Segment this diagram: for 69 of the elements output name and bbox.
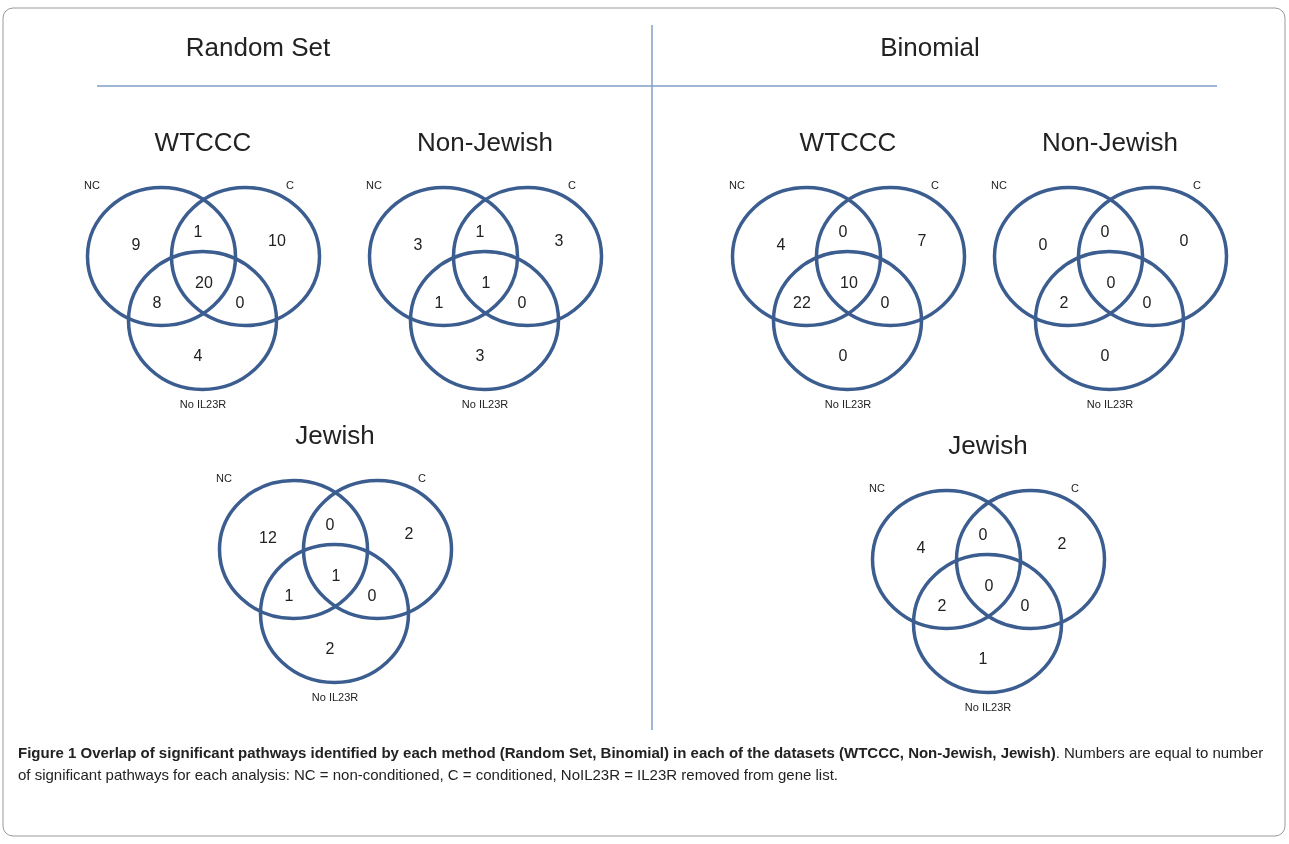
count-label: 0 — [984, 577, 994, 595]
count-label: 0 — [1038, 236, 1048, 254]
set-label: NC — [869, 482, 885, 494]
count-label: 4 — [776, 236, 786, 254]
count-label: 12 — [259, 529, 277, 547]
set-label: NC — [366, 179, 382, 191]
count-label: 8 — [152, 294, 162, 312]
count-label: 0 — [325, 516, 335, 534]
count-label: 1 — [193, 223, 203, 241]
count-label: 0 — [1106, 274, 1116, 292]
set-label: C — [286, 179, 294, 191]
set-label: No IL23R — [964, 701, 1012, 713]
count-label: 0 — [838, 347, 848, 365]
set-label: NC — [216, 472, 232, 484]
count-label: 0 — [1142, 294, 1152, 312]
set-label: C — [1071, 482, 1079, 494]
count-label: 1 — [481, 274, 491, 292]
count-label: 2 — [404, 525, 414, 543]
venn-title: WTCCC — [799, 126, 897, 158]
count-label: 0 — [367, 587, 377, 605]
count-label: 1 — [434, 294, 444, 312]
count-label: 1 — [331, 567, 341, 585]
count-label: 1 — [284, 587, 294, 605]
count-label: 4 — [193, 347, 203, 365]
count-label: 0 — [235, 294, 245, 312]
set-label: C — [568, 179, 576, 191]
venn-title: Jewish — [948, 429, 1028, 461]
set-label: NC — [729, 179, 745, 191]
count-label: 1 — [475, 223, 485, 241]
count-label: 2 — [1057, 535, 1067, 553]
panel-heading: Binomial — [880, 31, 980, 63]
set-label: C — [418, 472, 426, 484]
count-label: 2 — [937, 597, 947, 615]
count-label: 9 — [131, 236, 141, 254]
panel-heading: Random Set — [185, 31, 331, 63]
count-label: 4 — [916, 539, 926, 557]
set-label: No IL23R — [824, 398, 872, 410]
venn-title: Non-Jewish — [417, 126, 553, 158]
count-label: 22 — [793, 294, 811, 312]
count-label: 3 — [554, 232, 564, 250]
set-label: NC — [991, 179, 1007, 191]
venn-title: Non-Jewish — [1042, 126, 1178, 158]
count-label: 3 — [475, 347, 485, 365]
set-label: C — [1193, 179, 1201, 191]
count-label: 0 — [1179, 232, 1189, 250]
set-label: No IL23R — [1086, 398, 1134, 410]
figure-caption: Figure 1 Overlap of significant pathways identified by each method (Random Set, Binomial) in each of the datasets (WTCCC, Non-Jewish, Jewish). Numbers are equal to number of significant pathways for each analysis: NC = non-conditioned, C = conditioned, NoIL23R = IL23R removed from gene list. — [18, 743, 1265, 785]
set-label: No IL23R — [179, 398, 227, 410]
set-label: No IL23R — [311, 691, 359, 703]
count-label: 0 — [517, 294, 527, 312]
count-label: 0 — [838, 223, 848, 241]
set-label: C — [931, 179, 939, 191]
count-label: 2 — [1059, 294, 1069, 312]
count-label: 0 — [1020, 597, 1030, 615]
set-label: No IL23R — [461, 398, 509, 410]
count-label: 20 — [195, 274, 213, 292]
count-label: 0 — [880, 294, 890, 312]
count-label: 0 — [978, 526, 988, 544]
count-label: 3 — [413, 236, 423, 254]
count-label: 2 — [325, 640, 335, 658]
set-label: NC — [84, 179, 100, 191]
count-label: 0 — [1100, 223, 1110, 241]
count-label: 7 — [917, 232, 927, 250]
count-label: 10 — [840, 274, 858, 292]
count-label: 0 — [1100, 347, 1110, 365]
venn-title: Jewish — [295, 419, 375, 451]
venn-title: WTCCC — [154, 126, 252, 158]
count-label: 1 — [978, 650, 988, 668]
count-label: 10 — [268, 232, 286, 250]
